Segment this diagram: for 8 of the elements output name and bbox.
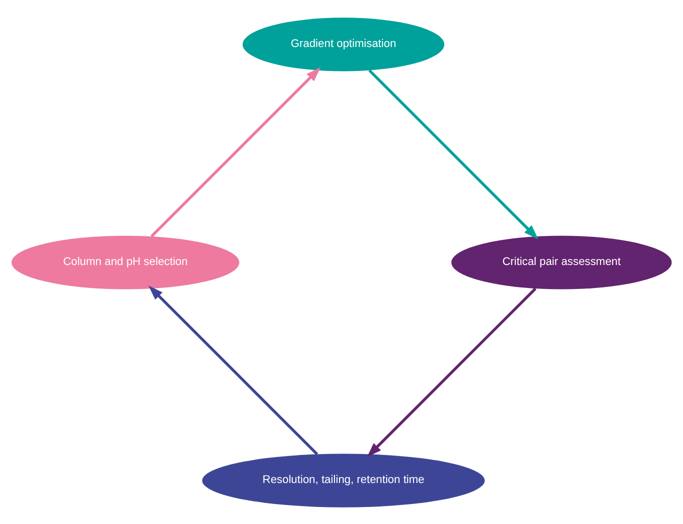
arrow [148, 285, 318, 455]
arrow [368, 68, 538, 239]
node-ellipse: Column and pH selection [12, 235, 240, 289]
node-ellipse: Critical pair assessment [451, 235, 672, 289]
node-ellipse: Gradient optimisation [242, 17, 444, 71]
node-ellipse: Resolution, tailing, retention time [202, 453, 485, 507]
arrow [150, 66, 321, 237]
arrow [366, 287, 536, 457]
